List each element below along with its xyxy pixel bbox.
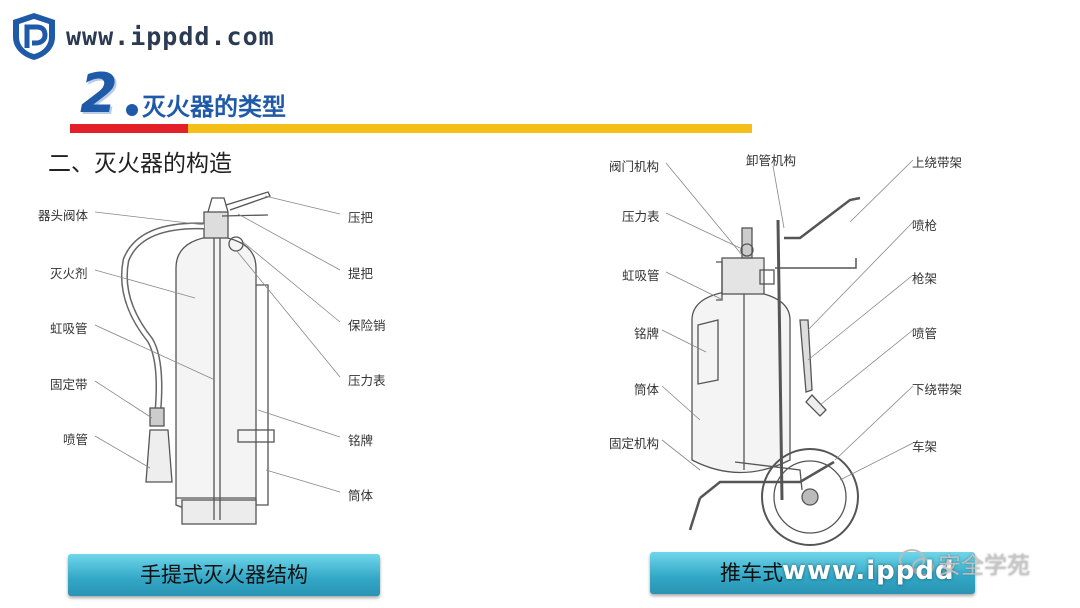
label-press-handle: 压把 xyxy=(348,210,374,225)
site-url: www.ippdd.com xyxy=(66,22,275,51)
label-valve-mechanism: 阀门机构 xyxy=(609,159,660,174)
label-upper-hose-rack: 上绕带架 xyxy=(912,155,963,170)
label-pressure-gauge: 压力表 xyxy=(348,373,386,388)
label-safety-pin: 保险销 xyxy=(348,318,386,333)
label-cart-nameplate: 铭牌 xyxy=(634,326,660,341)
label-cart-pressure-gauge: 压力表 xyxy=(622,209,660,224)
cart-caption-text: 推车式 xyxy=(720,561,783,585)
section-number: 2 xyxy=(80,62,118,125)
label-cart-frame: 车架 xyxy=(912,439,938,454)
label-valve-body: 器头阀体 xyxy=(38,208,89,223)
wechat-icon xyxy=(899,549,934,576)
label-lower-hose-rack: 下绕带架 xyxy=(912,382,963,397)
title-underline-yellow xyxy=(188,124,752,133)
label-gun-rack: 枪架 xyxy=(912,271,938,286)
label-carry-handle: 提把 xyxy=(348,266,374,281)
shield-logo-icon xyxy=(13,13,55,60)
slide-subtitle: 二、灭火器的构造 xyxy=(48,151,232,177)
label-cylinder: 筒体 xyxy=(348,488,374,503)
label-extinguishing-agent: 灭火剂 xyxy=(50,266,88,281)
label-cart-nozzle: 喷管 xyxy=(912,326,938,341)
label-nameplate: 铭牌 xyxy=(348,433,374,448)
label-spray-gun: 喷枪 xyxy=(912,218,938,233)
cart-caption: 推车式 xyxy=(650,552,975,594)
portable-extinguisher-diagram xyxy=(94,191,341,525)
section-title: 灭火器的类型 xyxy=(142,93,286,121)
label-hose-release: 卸管机构 xyxy=(746,153,797,168)
label-cart-siphon-tube: 虹吸管 xyxy=(622,268,660,283)
label-nozzle: 喷管 xyxy=(63,432,89,447)
portable-caption: 手提式灭火器结构 xyxy=(68,554,380,596)
label-fixing-mechanism: 固定机构 xyxy=(609,436,660,451)
label-cart-cylinder: 筒体 xyxy=(634,382,660,397)
watermark-url: www.ippdd xyxy=(782,556,955,586)
label-siphon-tube: 虹吸管 xyxy=(50,321,88,336)
title-underline-red xyxy=(70,124,188,133)
cart-extinguisher-diagram xyxy=(661,159,914,546)
section-dot xyxy=(126,104,138,116)
watermark-name: 安全学苑 xyxy=(938,553,1030,579)
label-fixing-strap: 固定带 xyxy=(50,377,88,392)
